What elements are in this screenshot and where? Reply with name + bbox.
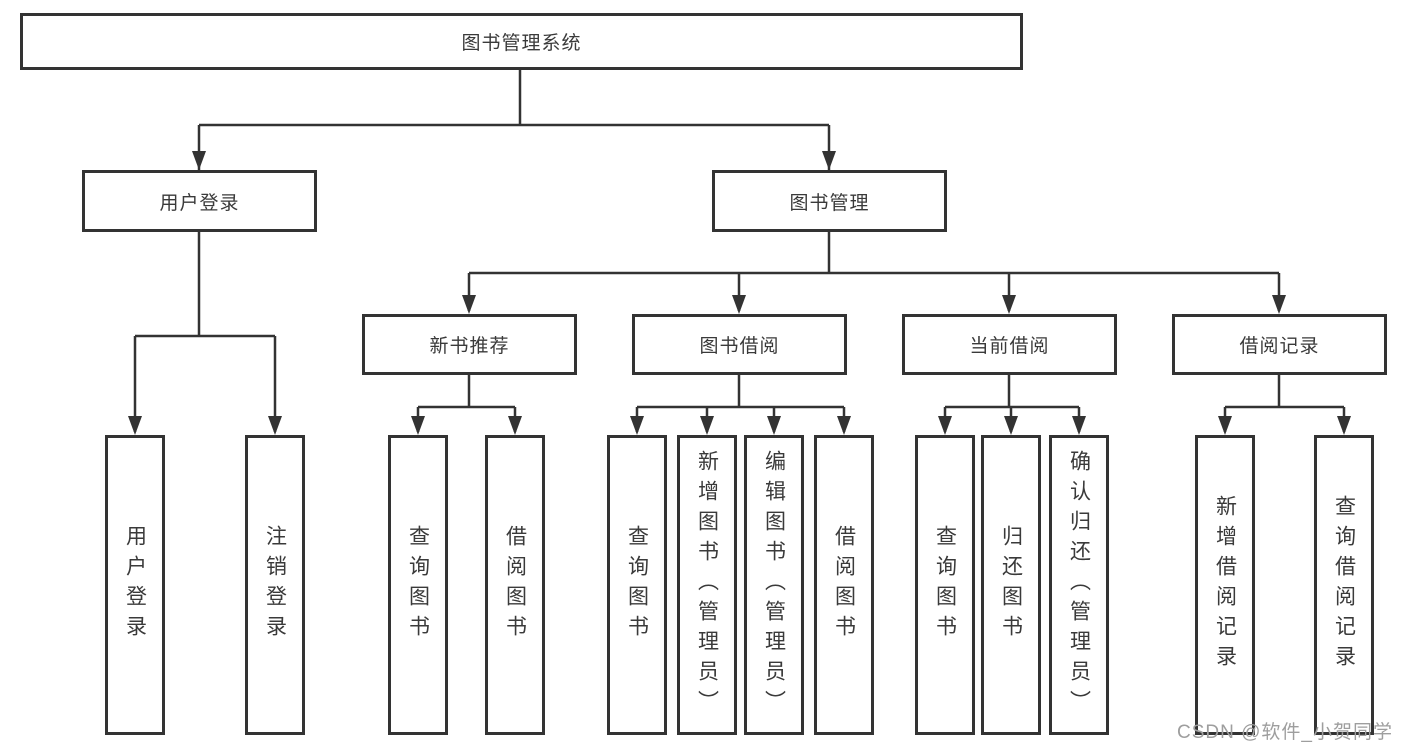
node-book-borrowing: 图书借阅 — [632, 314, 847, 375]
node-label: 借阅图书 — [832, 525, 856, 645]
node-current-borrowing: 当前借阅 — [902, 314, 1117, 375]
node-label: 查询图书 — [625, 525, 649, 645]
node-label: 图书管理系统 — [461, 33, 582, 54]
node-book-management-module: 图书管理 — [712, 170, 947, 232]
node-new-book-recommendation: 新书推荐 — [362, 314, 577, 375]
node-label: 新增借阅记录 — [1213, 495, 1237, 675]
leaf-logout: 注销登录 — [245, 435, 305, 735]
leaf-borrow-books-2: 借阅图书 — [814, 435, 874, 735]
node-label: 归还图书 — [999, 525, 1023, 645]
leaf-query-borrow-record: 查询借阅记录 — [1314, 435, 1374, 735]
node-label: 用户登录 — [159, 192, 240, 214]
node-label: 查询借阅记录 — [1332, 495, 1356, 675]
node-label: 确认归还（管理员） — [1067, 450, 1091, 720]
node-label: 借阅记录 — [1239, 336, 1320, 357]
node-label: 编辑图书（管理员） — [762, 450, 786, 720]
watermark-csdn: CSDN @软件_小贺同学 — [1177, 722, 1393, 743]
node-label: 借阅图书 — [503, 525, 527, 645]
leaf-edit-books-admin: 编辑图书（管理员） — [744, 435, 804, 735]
leaf-query-books-3: 查询图书 — [915, 435, 975, 735]
leaf-query-books-2: 查询图书 — [607, 435, 667, 735]
leaf-add-borrow-record: 新增借阅记录 — [1195, 435, 1255, 735]
node-label: 新书推荐 — [429, 336, 510, 357]
node-label: 当前借阅 — [969, 336, 1050, 357]
node-label: 注销登录 — [263, 525, 287, 645]
node-label: 图书管理 — [789, 192, 870, 214]
node-library-management-system: 图书管理系统 — [20, 13, 1023, 70]
leaf-add-books-admin: 新增图书（管理员） — [677, 435, 737, 735]
node-label: 新增图书（管理员） — [695, 450, 719, 720]
leaf-borrow-books-1: 借阅图书 — [485, 435, 545, 735]
leaf-user-login: 用户登录 — [105, 435, 165, 735]
node-label: 查询图书 — [406, 525, 430, 645]
node-borrowing-records: 借阅记录 — [1172, 314, 1387, 375]
node-label: 查询图书 — [933, 525, 957, 645]
leaf-query-books-1: 查询图书 — [388, 435, 448, 735]
node-user-login-module: 用户登录 — [82, 170, 317, 232]
leaf-return-books: 归还图书 — [981, 435, 1041, 735]
leaf-confirm-return-admin: 确认归还（管理员） — [1049, 435, 1109, 735]
node-label: 用户登录 — [123, 525, 147, 645]
node-label: 图书借阅 — [699, 336, 780, 357]
